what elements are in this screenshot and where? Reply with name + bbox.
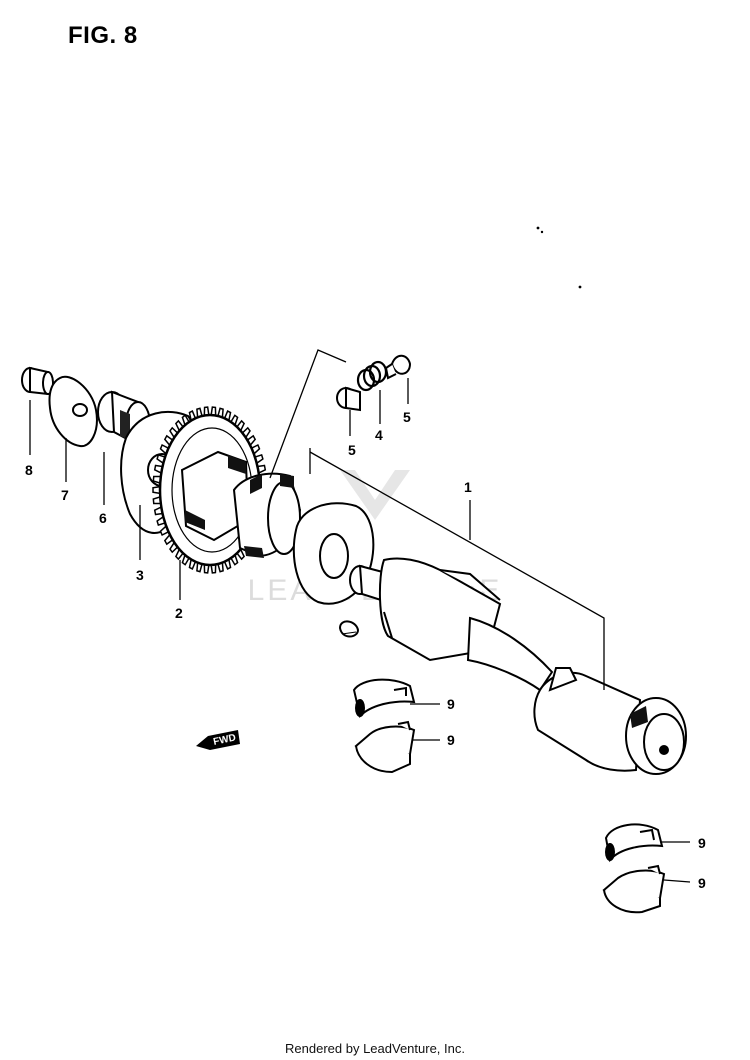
part-1-balancer-shaft [349,557,687,775]
forward-arrow-icon: FWD [196,730,240,750]
part-5-plug-left [336,386,361,412]
callout-1: 1 [464,479,472,495]
scan-specks [536,226,582,289]
callout-8: 8 [25,462,33,478]
callout-9-lower-a: 9 [698,835,706,851]
callout-7: 7 [61,487,69,503]
part-5-plug-right [384,354,412,380]
part-9-bearing-lower-a [604,823,664,863]
callout-4: 4 [375,427,383,443]
part-2-gear [152,406,268,574]
callout-9-lower-b: 9 [698,875,706,891]
leader-lines [29,349,691,883]
part-9-bearing-lower-b [602,864,666,914]
callout-numbers: 8 7 6 3 2 5 4 5 1 9 9 9 9 [25,409,706,891]
callout-5-left: 5 [348,442,356,458]
callout-2: 2 [175,605,183,621]
callout-5-right: 5 [403,409,411,425]
footer-credit: Rendered by LeadVenture, Inc. [285,1041,465,1056]
part-woodruff-key [338,620,360,638]
callout-9-upper-a: 9 [447,696,455,712]
part-9-bearing-upper-b [354,720,416,774]
fwd-label: FWD [212,732,237,747]
part-4-spring [356,360,388,392]
part-6-bushing [97,390,151,448]
callout-9-upper-b: 9 [447,732,455,748]
callout-3: 3 [136,567,144,583]
part-8-bolt [21,366,54,396]
part-9-bearing-upper-a [352,678,416,718]
part-coupling [232,472,302,558]
callout-6: 6 [99,510,107,526]
figure-title: FIG. 8 [68,22,138,49]
part-7-washer [48,375,98,448]
